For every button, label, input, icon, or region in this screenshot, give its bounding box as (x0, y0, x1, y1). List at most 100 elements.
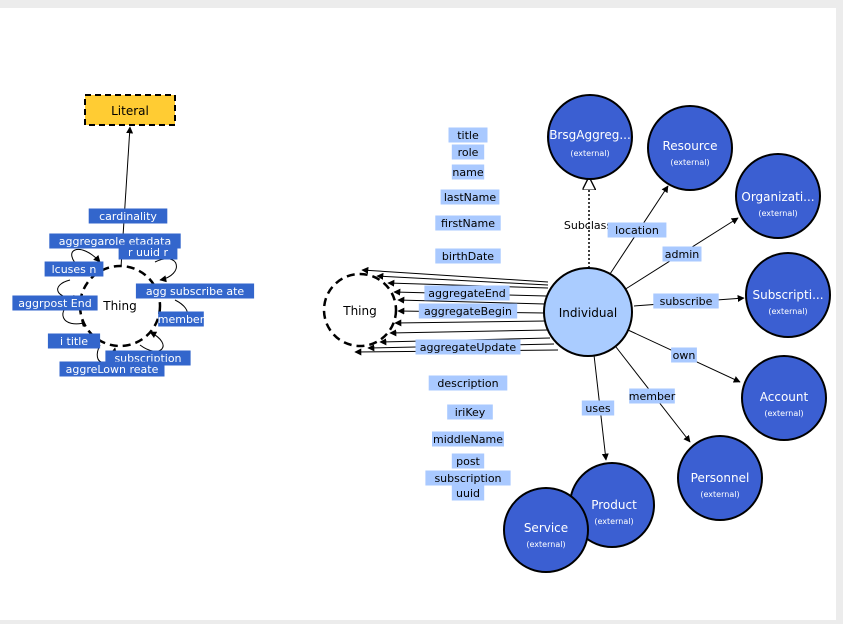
edge-label-text: title (457, 129, 479, 142)
edge-label-text: aggregateEnd (428, 287, 505, 300)
datatype-property-label[interactable]: description (428, 375, 508, 391)
literal-edge (119, 126, 134, 284)
edge-label-text: uses (585, 402, 610, 415)
class-node-subscription[interactable]: Subscripti... (external) (745, 252, 831, 338)
individual-label: Individual (559, 306, 617, 320)
external-tag: (external) (768, 307, 807, 316)
right-thing-node[interactable] (322, 272, 398, 348)
object-property-label[interactable]: admin (662, 246, 702, 262)
edge-label-text: aggregateBegin (424, 305, 512, 318)
thing-edge (376, 272, 549, 286)
thing-edge (389, 329, 549, 337)
class-node-brsgaggreg[interactable]: BrsgAggreg... (external) (547, 94, 633, 180)
thing-edge-label[interactable]: aggregateBegin (418, 303, 518, 319)
right-edge-labels: title role name lastName firstName birthDate d… (415, 127, 719, 501)
object-property-label[interactable]: uses (581, 400, 615, 416)
external-tag: (external) (670, 158, 709, 167)
edge-label-text: admin (665, 248, 699, 261)
object-property-label[interactable]: member (629, 388, 676, 404)
literal-node[interactable] (84, 94, 176, 126)
class-node-service[interactable]: Service (external) (503, 487, 589, 573)
external-tag: (external) (764, 409, 803, 418)
edge-label-text: iriKey (455, 406, 486, 419)
edge-label-text: own (673, 349, 696, 362)
datatype-property-label[interactable]: lastName (440, 189, 500, 205)
left-loop-edge (154, 258, 177, 283)
edge-label-text: subscription (434, 472, 501, 485)
datatype-property-label[interactable]: subscription (425, 470, 511, 486)
external-tag: (external) (526, 540, 565, 549)
left-edge-label[interactable]: r uuid r (118, 244, 178, 260)
edge-label-text: description (437, 377, 498, 390)
datatype-property-label[interactable]: iriKey (447, 404, 493, 420)
literal-label: Literal (111, 104, 149, 118)
subclass-label: Subclass (564, 219, 613, 232)
edge-label-text: i title (60, 335, 88, 348)
edge-label-text: aggrpost End (18, 297, 91, 310)
edge-label-text: aggregateUpdate (420, 341, 517, 354)
external-tag: (external) (700, 490, 739, 499)
external-tag: (external) (758, 209, 797, 218)
left-edge-label[interactable]: aggreLown reate (59, 361, 165, 377)
class-name: Resource (662, 139, 717, 153)
left-edge-label[interactable]: member (158, 311, 205, 327)
edge-label-text: subscribe (660, 295, 713, 308)
edge-label-text: lcuses n (52, 263, 97, 276)
datatype-property-label[interactable]: name (451, 164, 485, 180)
object-property-label[interactable]: location (607, 222, 667, 238)
class-node-account[interactable]: Account (external) (741, 355, 827, 441)
datatype-property-label[interactable]: uuid (451, 485, 485, 501)
datatype-property-label[interactable]: middleName (432, 431, 504, 447)
right-thing-label: Thing (342, 304, 377, 318)
thing-edge-label[interactable]: aggregateUpdate (415, 339, 521, 355)
external-tag: (external) (570, 149, 609, 158)
class-node-product[interactable]: Product (external) (569, 462, 655, 548)
datatype-property-label[interactable]: post (451, 453, 485, 469)
edge-label-text: agg subscribe ate (146, 285, 245, 298)
edge-label-text: role (458, 146, 479, 159)
edge-label-text: middleName (433, 433, 503, 446)
right-graph: Thing BrsgAggreg... (external) Resource … (322, 94, 831, 573)
left-edge-label[interactable]: lcuses n (44, 261, 104, 277)
edge-label-text: member (158, 313, 205, 326)
edge-label-text: post (456, 455, 480, 468)
left-edge-label[interactable]: aggrpost End (12, 295, 98, 311)
edge-label-text: uuid (456, 487, 480, 500)
thing-edge (361, 266, 549, 283)
datatype-property-label[interactable]: birthDate (435, 248, 501, 264)
class-name: Personnel (691, 471, 750, 485)
individual-node[interactable]: Individual (543, 267, 633, 357)
left-loop-edge (57, 279, 81, 302)
class-name: Service (524, 521, 568, 535)
class-name: Product (591, 498, 637, 512)
left-loop-edge (139, 331, 164, 352)
class-node-organization[interactable]: Organizati... (external) (735, 153, 821, 239)
left-edge-label[interactable]: cardinality (88, 208, 168, 224)
left-edge-label[interactable]: agg subscribe ate (135, 283, 255, 299)
class-name: Organizati... (741, 190, 814, 204)
datatype-property-label[interactable]: role (451, 144, 485, 160)
left-edge-label[interactable]: i title (47, 333, 101, 349)
object-property-label[interactable]: subscribe (653, 293, 719, 309)
datatype-property-label[interactable]: title (448, 127, 488, 143)
class-name: Subscripti... (752, 288, 823, 302)
edge-label-text: firstName (441, 217, 495, 230)
class-name: Account (760, 390, 809, 404)
edge-label-text: name (452, 166, 483, 179)
edge-label-text: cardinality (99, 210, 157, 223)
edge-label-text: lastName (444, 191, 497, 204)
object-property-label[interactable]: own (671, 347, 697, 363)
thing-edge (394, 319, 547, 327)
class-node-resource[interactable]: Resource (external) (647, 105, 733, 191)
class-node-personnel[interactable]: Personnel (external) (677, 435, 763, 521)
external-tag: (external) (594, 517, 633, 526)
left-thing-label: Thing (102, 299, 137, 313)
thing-edge-label[interactable]: aggregateEnd (424, 285, 510, 301)
edge-label-text: birthDate (442, 250, 494, 263)
edge-label-text: location (615, 224, 659, 237)
datatype-property-label[interactable]: firstName (435, 215, 501, 231)
